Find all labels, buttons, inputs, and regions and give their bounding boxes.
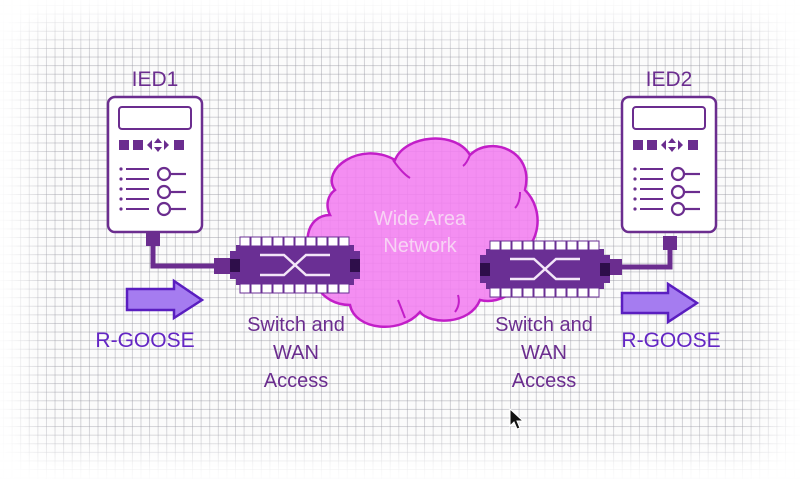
ied2-device — [620, 95, 718, 234]
r-goose-label-right: R-GOOSE — [621, 329, 721, 352]
ied1-cable — [146, 232, 230, 274]
switch-right-label-line3: Access — [511, 370, 577, 392]
switch-right — [478, 239, 612, 299]
r-goose-label-left: R-GOOSE — [95, 329, 195, 352]
ied1-device — [106, 95, 204, 234]
wan-cloud-label-line1: Wide Area — [373, 208, 467, 230]
switch-right-label-line1: Switch and — [495, 314, 593, 336]
switch-left — [228, 235, 362, 295]
r-goose-arrow-left-icon — [125, 278, 205, 321]
ied2-label: IED2 — [645, 68, 693, 91]
ied1-label: IED1 — [131, 68, 179, 91]
ied2-cable — [606, 236, 677, 275]
switch-right-label-line2: WAN — [521, 342, 567, 364]
r-goose-arrow-right-icon — [620, 281, 700, 325]
wan-cloud-label-line2: Network — [383, 235, 457, 257]
switch-left-label-line3: Access — [263, 370, 329, 392]
switch-left-label-line2: WAN — [273, 342, 319, 364]
switch-left-label-line1: Switch and — [247, 314, 345, 336]
arrow-pointer-icon — [509, 408, 525, 430]
